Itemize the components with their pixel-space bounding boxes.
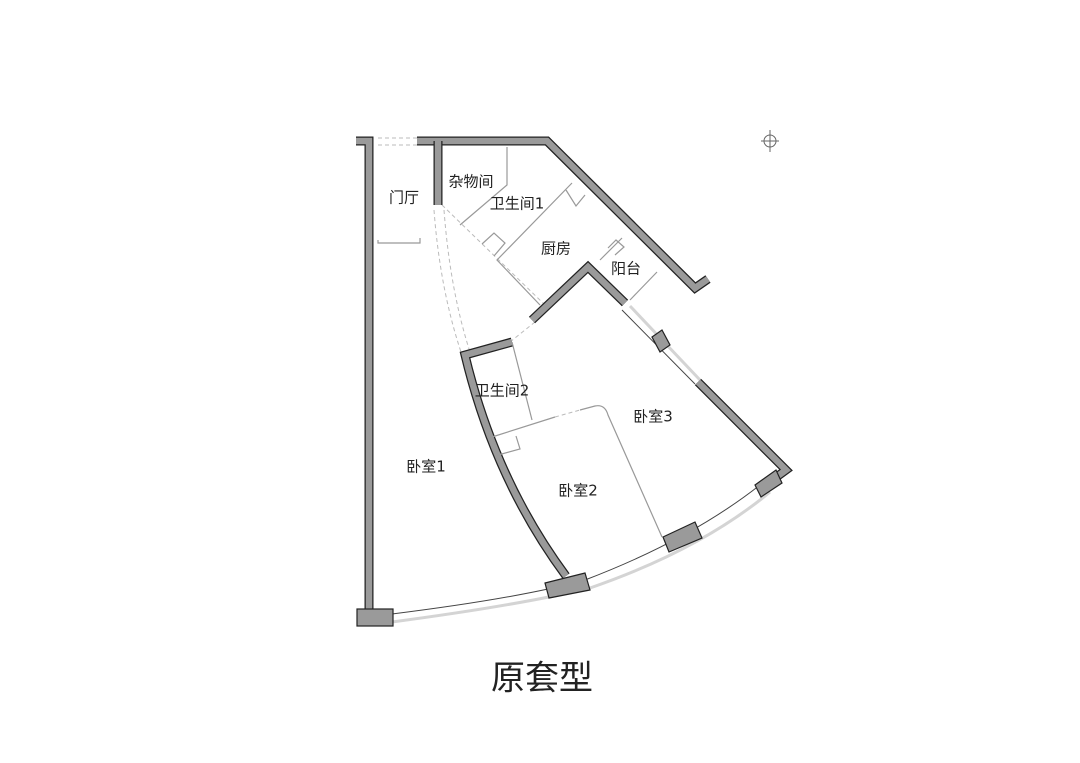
room-label-bedroom1: 卧室1 (406, 457, 446, 476)
curved-window-line (391, 484, 761, 615)
door-dashed (441, 204, 546, 343)
room-label-bathroom1: 卫生间1 (489, 194, 545, 213)
column (651, 329, 671, 353)
partitions (377, 147, 663, 538)
column (754, 469, 783, 498)
plan-title: 原套型 (491, 658, 593, 699)
room-label-bathroom2: 卫生间2 (474, 381, 530, 400)
column (356, 608, 394, 627)
column (662, 521, 703, 553)
corridor-line (433, 209, 471, 356)
curved-window (391, 490, 771, 624)
walls (356, 136, 793, 615)
room-label-kitchen: 厨房 (540, 239, 572, 258)
room-label-bedroom2: 卧室2 (558, 481, 598, 500)
north-arrow-icon (761, 130, 779, 152)
entry-door (378, 137, 417, 146)
room-label-entry: 门厅 (388, 188, 420, 207)
room-label-bedroom3: 卧室3 (633, 407, 673, 426)
room-label-balcony: 阳台 (610, 259, 642, 278)
room-label-storage: 杂物间 (448, 172, 494, 191)
column (544, 572, 591, 599)
